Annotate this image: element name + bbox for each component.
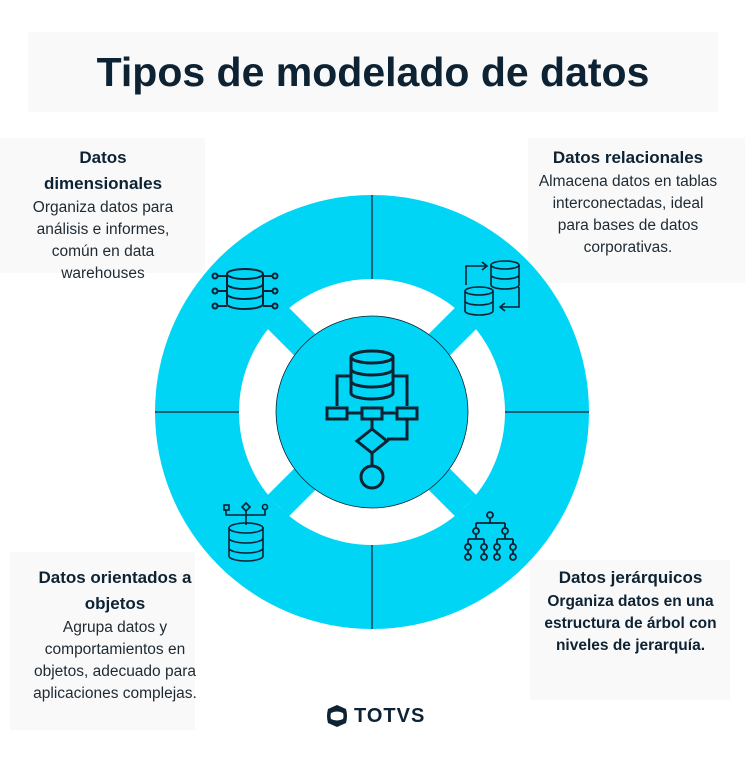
logo-mark-icon [327, 705, 347, 727]
section-body: Almacena datos en tablas interconectadas… [538, 173, 718, 256]
section-object: Datos orientados a objetos Agrupa datos … [25, 565, 205, 705]
database-objects-icon [223, 501, 269, 562]
section-heading: Datos jerárquicos [558, 568, 703, 587]
panel-top-left [0, 138, 205, 273]
data-flowchart-icon [325, 349, 419, 490]
hierarchy-tree-icon [464, 511, 517, 561]
section-hierarchical: Datos jerárquicos Organiza datos en una … [538, 565, 723, 657]
section-heading: Datos relacionales [552, 148, 704, 167]
section-heading: Datos dimensionales [43, 148, 163, 193]
section-body: Organiza datos para análisis e informes,… [32, 199, 174, 282]
section-dimensional: Datos dimensionales Organiza datos para … [18, 145, 188, 285]
page-title: Tipos de modelado de datos [28, 32, 718, 112]
totvs-logo: TOTVS [326, 704, 425, 728]
logo-text: TOTVS [354, 704, 426, 727]
section-body: Organiza datos en una estructura de árbo… [544, 593, 717, 654]
database-sync-icon [464, 260, 520, 316]
section-body: Agrupa datos y comportamientos en objeto… [33, 619, 197, 702]
outer-ring [155, 195, 589, 629]
panel-bottom-right [530, 560, 730, 700]
panel-bottom-left [10, 552, 195, 730]
database-connections-icon [211, 268, 279, 310]
section-relational: Datos relacionales Almacena datos en tab… [538, 145, 718, 259]
section-heading: Datos orientados a objetos [38, 568, 192, 613]
panel-top-right [528, 138, 745, 283]
